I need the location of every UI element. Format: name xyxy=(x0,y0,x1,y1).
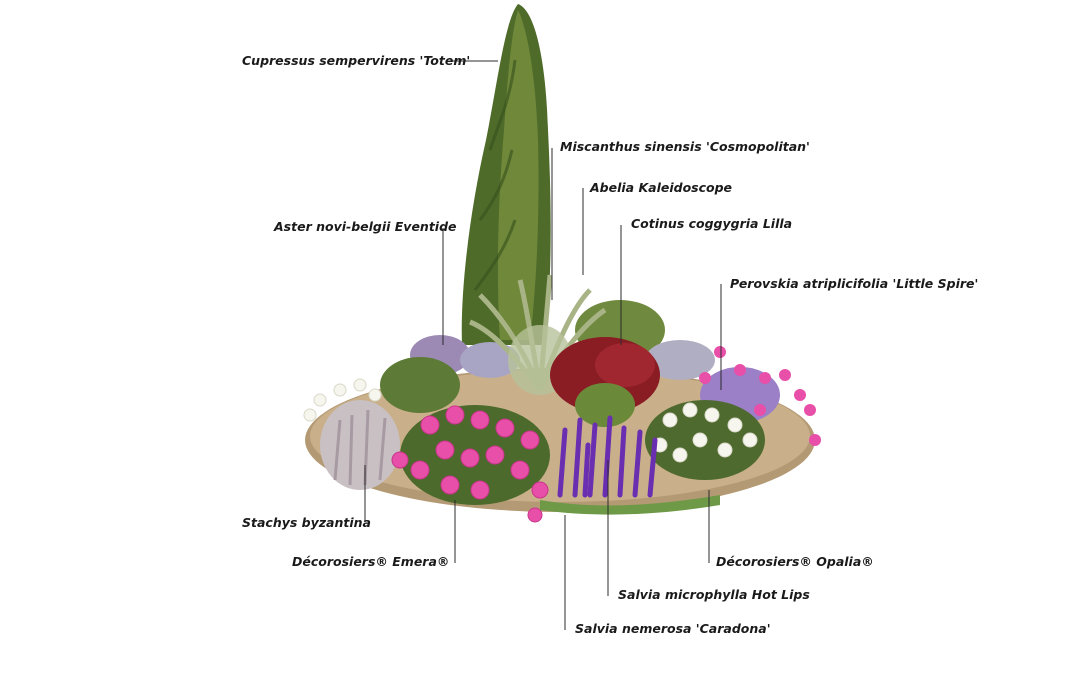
label-cupressus: Cupressus sempervirens 'Totem' xyxy=(242,53,471,68)
label-cotinus: Cotinus coggygria Lilla xyxy=(631,216,793,231)
label-stachys: Stachys byzantina xyxy=(242,515,371,530)
label-perovskia: Perovskia atriplicifolia 'Little Spire' xyxy=(730,276,979,291)
cypress-shape xyxy=(461,4,551,345)
salvia-shape xyxy=(557,415,658,498)
label-salvia-micro: Salvia microphylla Hot Lips xyxy=(618,587,810,602)
label-abelia: Abelia Kaleidoscope xyxy=(590,180,733,195)
label-aster: Aster novi-belgii Eventide xyxy=(274,219,457,234)
label-opalia: Décorosiers® Opalia® xyxy=(716,554,874,569)
label-miscanthus: Miscanthus sinensis 'Cosmopolitan' xyxy=(560,139,810,154)
label-emera: Décorosiers® Emera® xyxy=(292,554,450,569)
label-salvia-nem: Salvia nemerosa 'Caradona' xyxy=(575,621,771,636)
